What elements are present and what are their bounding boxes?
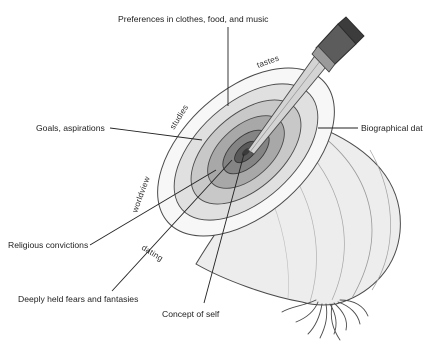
- onion-roots: [282, 300, 368, 340]
- callout-preferences: Preferences in clothes, food, and music: [118, 14, 269, 24]
- callout-self: Concept of self: [162, 309, 220, 319]
- ring-label-worldview: worldview: [130, 175, 152, 214]
- callout-religious: Religious convictions: [8, 240, 88, 250]
- ring-label-tastes: tastes: [256, 54, 281, 70]
- ring-label-dating: dating: [140, 243, 165, 263]
- callout-goals: Goals, aspirations: [36, 123, 105, 133]
- callout-biographical: Biographical dat: [361, 123, 423, 133]
- callout-fears: Deeply held fears and fantasies: [18, 294, 138, 304]
